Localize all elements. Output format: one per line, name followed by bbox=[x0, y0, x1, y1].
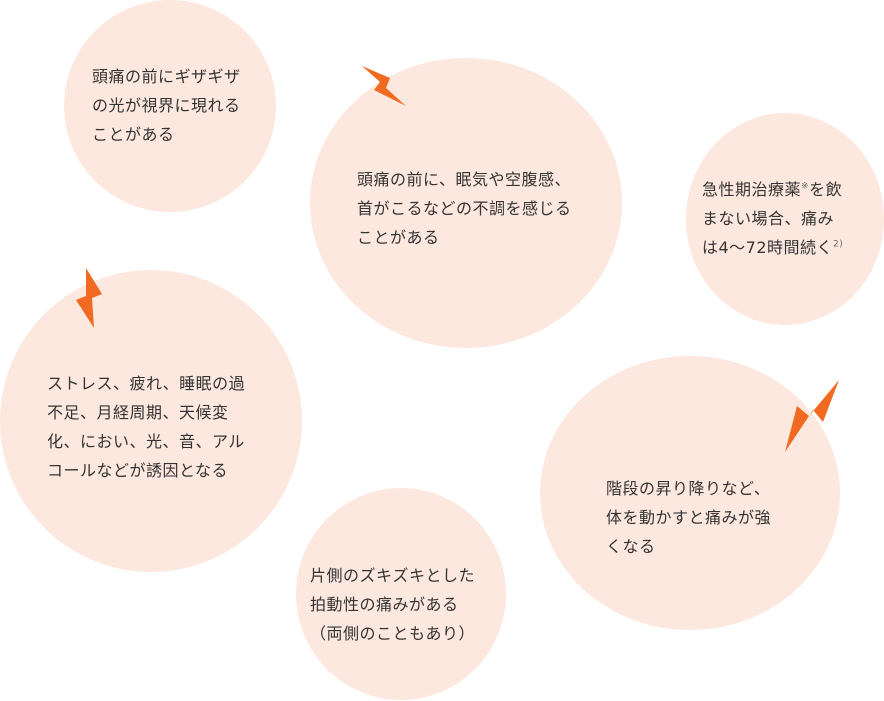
bubble-prodrome bbox=[310, 58, 622, 348]
bubble-duration-text: 急性期治療薬※を飲 まない場合、痛み は4〜72時間続く2) bbox=[702, 180, 844, 257]
bubble-pulsating-text: 片側のズキズキとした 拍動性の痛みがある （両側のこともあり） bbox=[310, 566, 476, 643]
footnote-mark: ※ bbox=[801, 181, 810, 192]
reference-mark: 2) bbox=[833, 239, 844, 250]
bubble-movement bbox=[540, 356, 840, 630]
bubble-movement-text: 階段の昇り降りなど、 体を動かすと痛みが強 くなる bbox=[606, 479, 772, 556]
bubble-pulsating bbox=[296, 488, 506, 700]
bubble-aura bbox=[64, 0, 276, 212]
bubble-aura-text: 頭痛の前にギザギザ の光が視界に現れる ことがある bbox=[92, 67, 241, 144]
bubble-prodrome-text: 頭痛の前に、眠気や空腹感、 首がこるなどの不調を感じる ことがある bbox=[357, 170, 572, 247]
lightning-bolt-icon bbox=[76, 268, 102, 328]
bubble-triggers bbox=[0, 270, 302, 572]
bubble-duration bbox=[686, 113, 884, 325]
bubble-triggers-text: ストレス、疲れ、睡眠の過 不足、月経周期、天候変 化、におい、光、音、アル コー… bbox=[47, 374, 246, 480]
lightning-bolt-icon bbox=[785, 380, 839, 452]
lightning-bolt-icon bbox=[362, 66, 406, 106]
